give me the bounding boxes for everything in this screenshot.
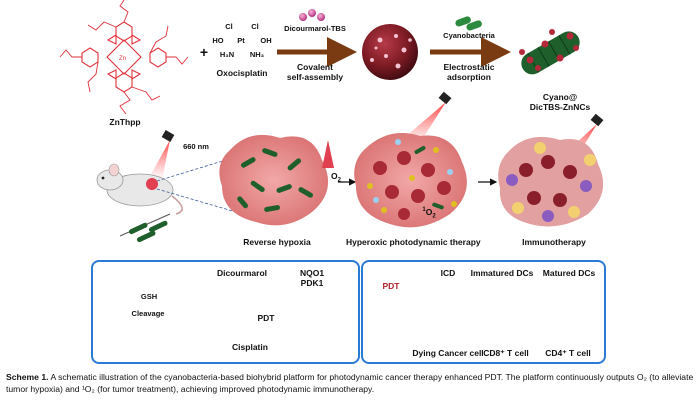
nanoparticle-icon [362, 24, 418, 80]
arrow1-top-label: Dicourmarol-TBS [284, 24, 346, 33]
singlet-subscript: 2 [432, 213, 436, 220]
mechanism-panel-left [91, 260, 360, 364]
singlet-letter: O [425, 206, 433, 217]
cyano-dictbs-product-icon [519, 29, 580, 75]
tumor-immunotherapy [498, 136, 604, 227]
arrow2-bottom-label-1: Electrostatic [443, 62, 495, 72]
oxygen-gradient-icon [322, 140, 334, 168]
immatured-dcs-label: Immatured DCs [470, 268, 534, 278]
pdt-label-right: PDT [382, 281, 400, 291]
o2-label: O2 [326, 171, 346, 186]
o2-subscript: 2 [337, 177, 341, 184]
znthpp-structure-icon: Zn [59, 0, 189, 115]
cd8-t-cell-label: CD8⁺ T cell [483, 348, 529, 358]
pt-cl-right: Cl [251, 22, 259, 31]
cyanobacteria-icon [455, 16, 482, 31]
pt-oh: OH [260, 36, 272, 45]
oxocisplatin-label: Oxocisplatin [216, 68, 268, 78]
immune-panel-right [361, 260, 606, 364]
stage-immunotherapy: Immunotherapy [522, 237, 586, 247]
matured-dcs-label: Matured DCs [542, 268, 596, 278]
arrow1-bottom-label-1: Covalent [297, 62, 333, 72]
dying-cancer-cell-label: Dying Cancer cell [412, 348, 484, 358]
gsh-label: GSH [140, 292, 158, 301]
arrow2-top-label: Cyanobacteria [443, 31, 495, 40]
tumor-hyperoxic-pdt [354, 133, 467, 228]
pt-ho: HO [212, 36, 224, 45]
dicourmarol-label: Dicourmarol [216, 268, 268, 278]
o2-letter: O [331, 171, 338, 181]
singlet-oxygen-label: 1O2 [418, 205, 440, 222]
arrow1-bottom-label-2: self-assembly [286, 72, 344, 82]
plus-sign: + [199, 44, 209, 60]
icd-label: ICD [440, 268, 456, 278]
caption-text: A schematic illustration of the cyanobac… [6, 372, 694, 394]
pt-h3n: H₃N [219, 50, 235, 59]
injected-cyanobacteria-icon [119, 213, 171, 243]
znthpp-label: ZnThpp [109, 117, 141, 127]
dicourmarol-tbs-icon [299, 9, 325, 21]
cisplatin-label: Cisplatin [232, 342, 268, 352]
stage-hyperoxic-pdt: Hyperoxic photodynamic therapy [346, 237, 481, 247]
cleavage-label: Cleavage [131, 309, 165, 318]
pt-center: Pt [237, 36, 245, 45]
laser-wavelength-label: 660 nm [183, 142, 209, 151]
stage-reverse-hypoxia: Reverse hypoxia [243, 237, 311, 247]
tumor-reverse-hypoxia [219, 134, 329, 226]
arrow2-bottom-label-2: adsorption [447, 72, 491, 82]
pdt-label-left: PDT [257, 313, 275, 323]
svg-text:Zn: Zn [119, 56, 126, 62]
mouse-icon [96, 163, 183, 215]
pdk1-label: PDK1 [300, 278, 324, 288]
scheme-caption: Scheme 1. A schematic illustration of th… [6, 372, 694, 395]
singlet-superscript: 1 [422, 207, 426, 213]
product-label-2: DicTBS-ZnNCs [529, 102, 591, 112]
product-label-1: Cyano@ [542, 92, 578, 102]
pt-cl-left: Cl [225, 22, 233, 31]
pt-nh3: NH₃ [249, 50, 265, 59]
nqo1-label: NQO1 [300, 268, 325, 278]
cd4-t-cell-label: CD4⁺ T cell [545, 348, 591, 358]
caption-label: Scheme 1. [6, 372, 49, 382]
